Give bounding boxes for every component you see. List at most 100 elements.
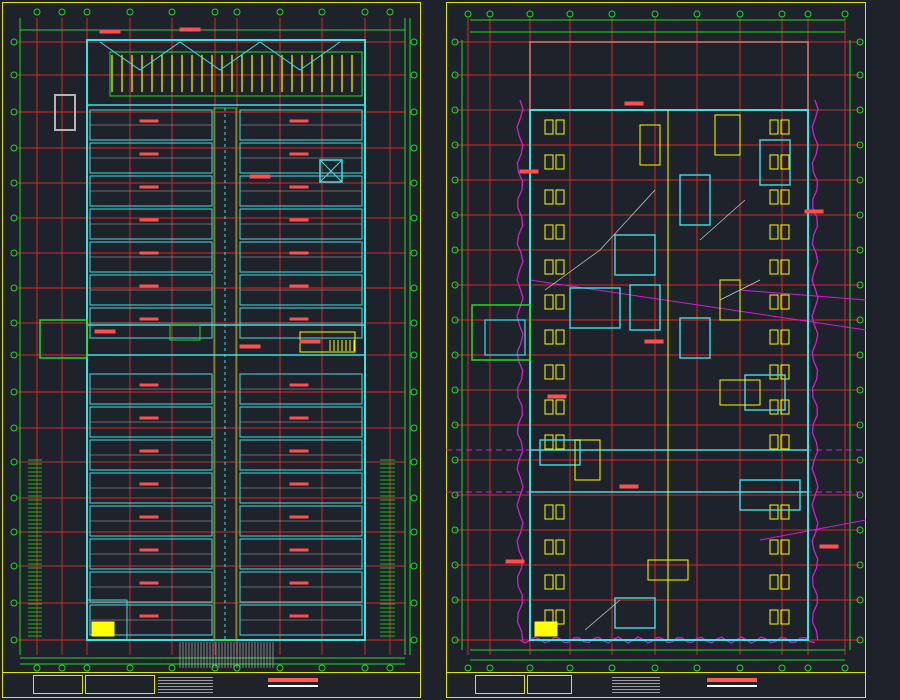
grid-bubble (126, 8, 134, 16)
equipment-unit (780, 154, 790, 170)
stair-core-bottom-fill (91, 621, 115, 637)
stair-core-right-bottom (534, 621, 558, 637)
equipment-room (744, 374, 786, 411)
equipment-room (679, 317, 711, 359)
annotation-tag (299, 339, 321, 344)
bay-label-right (289, 614, 309, 618)
equipment-unit (555, 294, 565, 310)
bay-label-left (139, 416, 159, 420)
bay-label-left (139, 152, 159, 156)
bay-label-right (289, 152, 309, 156)
grid-bubble (410, 388, 418, 396)
grid-bubble (451, 176, 459, 184)
grid-bubble (386, 664, 394, 672)
grid-bubble (410, 249, 418, 257)
grid-bubble (693, 664, 701, 672)
grid-bubble (10, 599, 18, 607)
equipment-unit (769, 504, 779, 520)
grid-bubble (233, 8, 241, 16)
grid-bubble (856, 71, 864, 79)
leader-line (584, 599, 621, 631)
equipment-unit (544, 364, 554, 380)
equipment-room (759, 139, 791, 186)
drawing-sheet-right (446, 2, 866, 698)
equipment-room (679, 174, 711, 226)
sheet-scale-mark-right (707, 685, 757, 687)
side-annex-inner (484, 319, 526, 356)
annotation-tag (239, 344, 261, 349)
grid-bubble (10, 214, 18, 222)
equipment-unit (555, 609, 565, 625)
grid-bubble (856, 38, 864, 46)
equipment-pad (639, 124, 661, 166)
grid-bubble (608, 10, 616, 18)
grid-bubble (451, 316, 459, 324)
grid-bubble (410, 351, 418, 359)
grid-bubble (451, 38, 459, 46)
equipment-unit (555, 154, 565, 170)
grid-bubble (10, 144, 18, 152)
bay-label-right (289, 317, 309, 321)
equipment-unit (544, 574, 554, 590)
title-block-symbols-left (158, 676, 213, 693)
grid-bubble (451, 106, 459, 114)
grid-bubble (10, 528, 18, 536)
grid-bubble (10, 319, 18, 327)
title-block-left (3, 672, 420, 697)
annotation-tag (644, 339, 664, 344)
grid-bubble (10, 71, 18, 79)
site-boundary-upper (529, 41, 809, 110)
grid-bubble (451, 386, 459, 394)
building-outline-right (529, 109, 809, 641)
equipment-unit (780, 539, 790, 555)
equipment-unit (544, 329, 554, 345)
grid-bubble (58, 664, 66, 672)
grid-bubble (651, 10, 659, 18)
equipment-unit (544, 154, 554, 170)
annotation-tag (249, 174, 271, 179)
title-block-right (447, 672, 865, 697)
annotation-tag (819, 544, 839, 549)
bay-label-right (289, 416, 309, 420)
equipment-unit (555, 504, 565, 520)
equipment-unit (780, 189, 790, 205)
grid-bubble (841, 10, 849, 18)
equipment-unit (769, 364, 779, 380)
bay-label-right (289, 185, 309, 189)
grid-bubble (410, 71, 418, 79)
grid-bubble (10, 284, 18, 292)
grid-bubble (778, 664, 786, 672)
grid-bubble (736, 664, 744, 672)
grid-bubble (10, 494, 18, 502)
grid-bubble (451, 141, 459, 149)
bay-label-right (289, 515, 309, 519)
shaft-box (319, 159, 343, 183)
grid-bubble (83, 8, 91, 16)
grid-bubble (651, 664, 659, 672)
grid-bubble (10, 424, 18, 432)
equipment-unit (769, 399, 779, 415)
grid-bubble (451, 596, 459, 604)
grid-bubble (168, 8, 176, 16)
bay-label-right (289, 482, 309, 486)
grid-bubble (10, 249, 18, 257)
mid-zone-band (529, 449, 809, 493)
equipment-unit (544, 189, 554, 205)
grid-bubble (33, 8, 41, 16)
equipment-unit (769, 434, 779, 450)
grid-bubble (856, 106, 864, 114)
equipment-unit (769, 154, 779, 170)
grid-bubble (410, 144, 418, 152)
grid-bubble (856, 526, 864, 534)
firewall-band (86, 324, 366, 356)
grid-bubble (10, 179, 18, 187)
grid-bubble (451, 351, 459, 359)
grid-bubble (856, 246, 864, 254)
annotation-tag (94, 329, 116, 334)
equipment-unit (780, 329, 790, 345)
grid-bubble (410, 108, 418, 116)
title-block-notes-right (527, 675, 572, 694)
grid-bubble (410, 424, 418, 432)
bay-label-right (289, 218, 309, 222)
bay-label-left (139, 515, 159, 519)
